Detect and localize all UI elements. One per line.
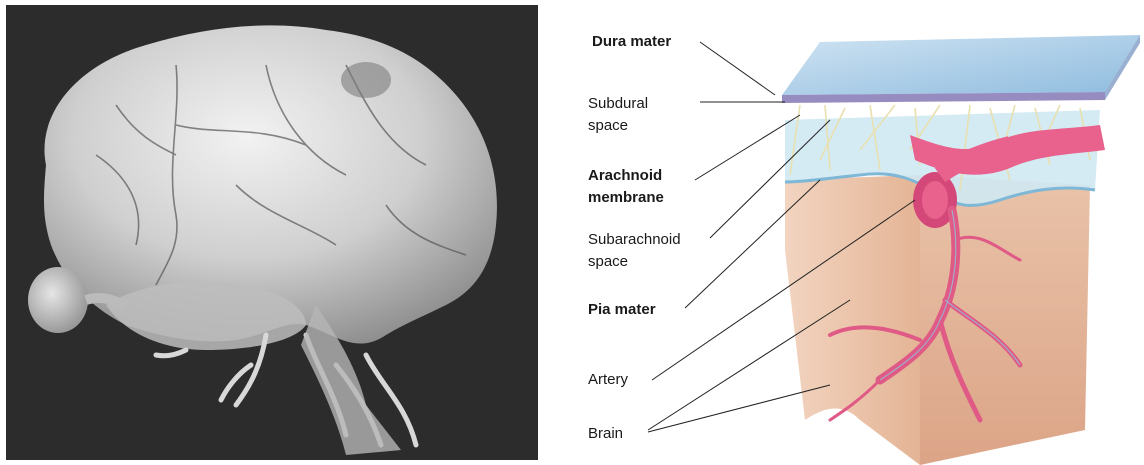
label-arachnoid-membrane: membrane [588,188,664,208]
label-subdural-space: space [588,116,628,136]
olfactory-bulb-shape [28,267,88,333]
brain-meninges-photo [6,5,538,460]
label-artery: Artery [588,370,628,390]
label-pia-mater: Pia mater [588,300,656,320]
label-subdural: Subdural [588,94,648,114]
label-subarachnoid-space: space [588,252,628,272]
dura-mater-slab [782,35,1140,95]
label-brain: Brain [588,424,623,444]
label-arachnoid: Arachnoid [588,166,662,186]
meninges-diagram: Dura mater Subdural space Arachnoid memb… [560,0,1144,465]
label-subarachnoid: Subarachnoid [588,230,681,250]
brain-block-left-face [785,175,920,465]
brain-photo-illustration [6,5,538,460]
label-dura-mater: Dura mater [592,32,671,52]
